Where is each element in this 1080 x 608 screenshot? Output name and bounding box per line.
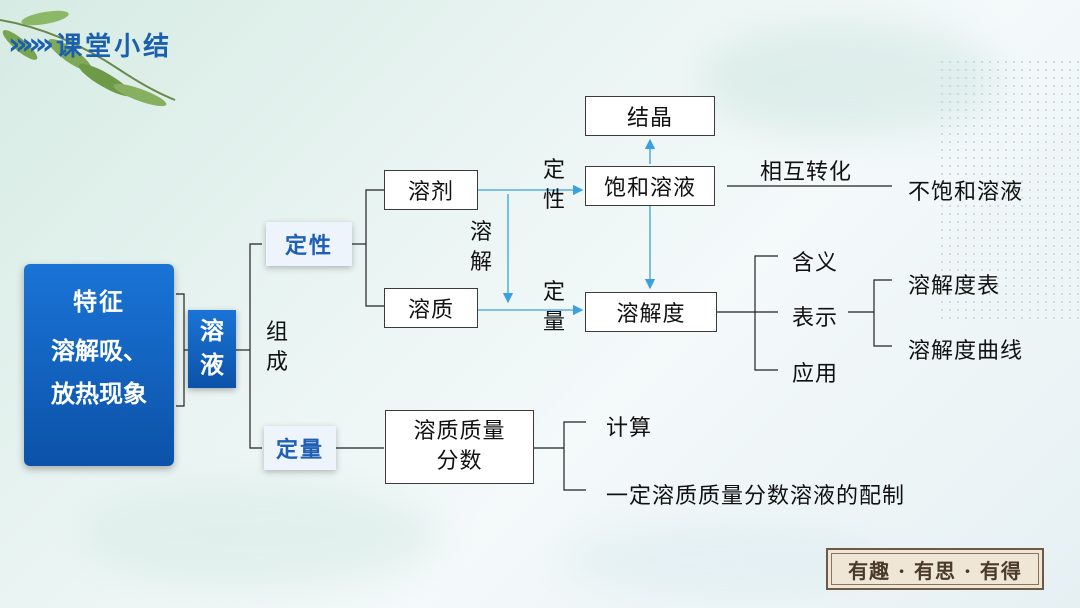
solubility-table: 溶解度表 (908, 274, 1001, 299)
quantitative-arrow-char-2: 量 (542, 310, 565, 335)
solubility-curve: 溶解度曲线 (908, 339, 1024, 364)
chevrons-icon: »»» (8, 26, 54, 62)
composition-char-1: 组 (265, 320, 288, 345)
composition-label: 组 成 (264, 318, 290, 378)
solvent-node: 溶剂 (384, 170, 478, 210)
solution-char-1: 溶 (200, 317, 224, 345)
mass-fraction-node: 溶质质量 分数 (385, 410, 534, 484)
stamp-text: 有趣 · 有思 · 有得 (848, 558, 1022, 583)
mutual-conversion-label: 相互转化 (760, 160, 853, 185)
page-title: 课堂小结 (56, 31, 173, 62)
dot-pattern-decoration (940, 60, 1080, 320)
qualitative-arrow-label: 定 性 (541, 156, 567, 216)
solubility-node: 溶解度 (585, 292, 717, 332)
mass-fraction-line-1: 溶质质量 (413, 419, 506, 444)
quantitative-arrow-label: 定 量 (541, 278, 567, 338)
saturated-solution-node: 饱和溶液 (585, 166, 715, 206)
qualitative-tag: 定性 (266, 222, 352, 266)
dissolve-char-1: 溶 (469, 220, 492, 245)
solution-char-2: 液 (200, 351, 224, 379)
header: »»» 课堂小结 (8, 26, 172, 62)
composition-char-2: 成 (265, 350, 288, 375)
willow-leaves-icon (0, 10, 176, 107)
dissolve-label: 溶 解 (468, 218, 494, 278)
solute-node: 溶质 (384, 288, 478, 328)
quantitative-tag: 定量 (264, 426, 336, 470)
solution-node: 溶 液 (188, 310, 236, 388)
background-mist (80, 480, 440, 590)
features-panel: 特征 溶解吸、 放热现象 (24, 264, 174, 466)
solubility-representation: 表示 (792, 306, 839, 331)
features-line-2: 放热现象 (51, 380, 147, 408)
mass-fraction-calc: 计算 (606, 416, 653, 441)
solubility-meaning: 含义 (792, 251, 839, 276)
qualitative-arrow-char-2: 性 (542, 188, 565, 213)
dissolve-char-2: 解 (469, 250, 492, 275)
crystallization-node: 结晶 (585, 96, 715, 136)
quantitative-arrow-char-1: 定 (542, 280, 565, 305)
unsaturated-solution-label: 不饱和溶液 (908, 180, 1024, 205)
features-heading: 特征 (73, 288, 125, 316)
stamp-banner: 有趣 · 有思 · 有得 (826, 548, 1044, 590)
mass-fraction-line-2: 分数 (436, 449, 483, 474)
mass-fraction-preparation: 一定溶质质量分数溶液的配制 (606, 484, 906, 509)
solubility-application: 应用 (792, 362, 839, 387)
qualitative-arrow-char-1: 定 (542, 158, 565, 183)
features-line-1: 溶解吸、 (51, 337, 147, 365)
